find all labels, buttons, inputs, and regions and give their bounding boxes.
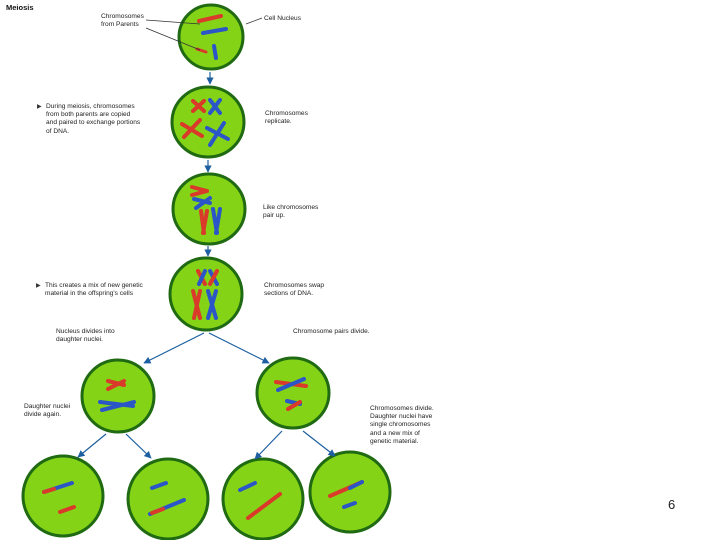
- chromosomes-stage-2: [180, 98, 230, 147]
- diagram-title: Meiosis: [6, 3, 34, 12]
- label-cell-nucleus: Cell Nucleus: [264, 15, 302, 22]
- label-nucleus-divides: Nucleus divides into daughter nuclei.: [56, 328, 115, 344]
- label-like-chromosomes-pair: Like chromosomes pair up.: [263, 204, 319, 220]
- cell-stage-3: [171, 172, 247, 246]
- chromosomes-granddaughter-1: [42, 481, 76, 514]
- label-chromosomes-swap: Chromosomes swap sections of DNA.: [264, 282, 325, 298]
- label-chromosomes-replicate: Chromosomes replicate.: [265, 110, 308, 126]
- cell-stage-2: [170, 85, 246, 159]
- chromosomes-granddaughter-4: [328, 480, 364, 509]
- label-daughter-nuclei-divide: Daughter nuclei divide again.: [24, 403, 71, 419]
- chromosomes-daughter-right: [274, 377, 308, 411]
- chromosomes-daughter-left: [98, 379, 136, 412]
- cell-granddaughter-4: [308, 450, 392, 534]
- cell-granddaughter-2: [126, 457, 210, 540]
- label-during-meiosis: During meiosis, chromosomes from both pa…: [37, 103, 140, 136]
- label-pointers: [145, 17, 263, 51]
- label-creates-mix: This creates a mix of new genetic materi…: [36, 282, 143, 298]
- label-chromosome-pairs-divide: Chromosome pairs divide.: [293, 328, 370, 335]
- page-number: 6: [668, 497, 676, 512]
- cell-granddaughter-3: [221, 457, 305, 540]
- stage-arrows: [77, 72, 336, 460]
- chromosomes-stage-3: [190, 185, 222, 235]
- cell-daughter-right: [255, 356, 331, 430]
- chromosomes-stage-4: [191, 269, 219, 320]
- cell-stage-1: [177, 3, 245, 71]
- label-chromosomes-divide: Chromosomes divide. Daughter nuclei have…: [370, 405, 434, 445]
- cell-stage-4: [168, 256, 244, 332]
- cell-daughter-left: [80, 358, 156, 434]
- chromosomes-granddaughter-2: [148, 481, 186, 516]
- cell-granddaughter-1: [21, 454, 105, 538]
- label-chromosomes-from-parents: Chromosomes from Parents: [101, 13, 144, 29]
- chromosomes-granddaughter-3: [238, 481, 282, 520]
